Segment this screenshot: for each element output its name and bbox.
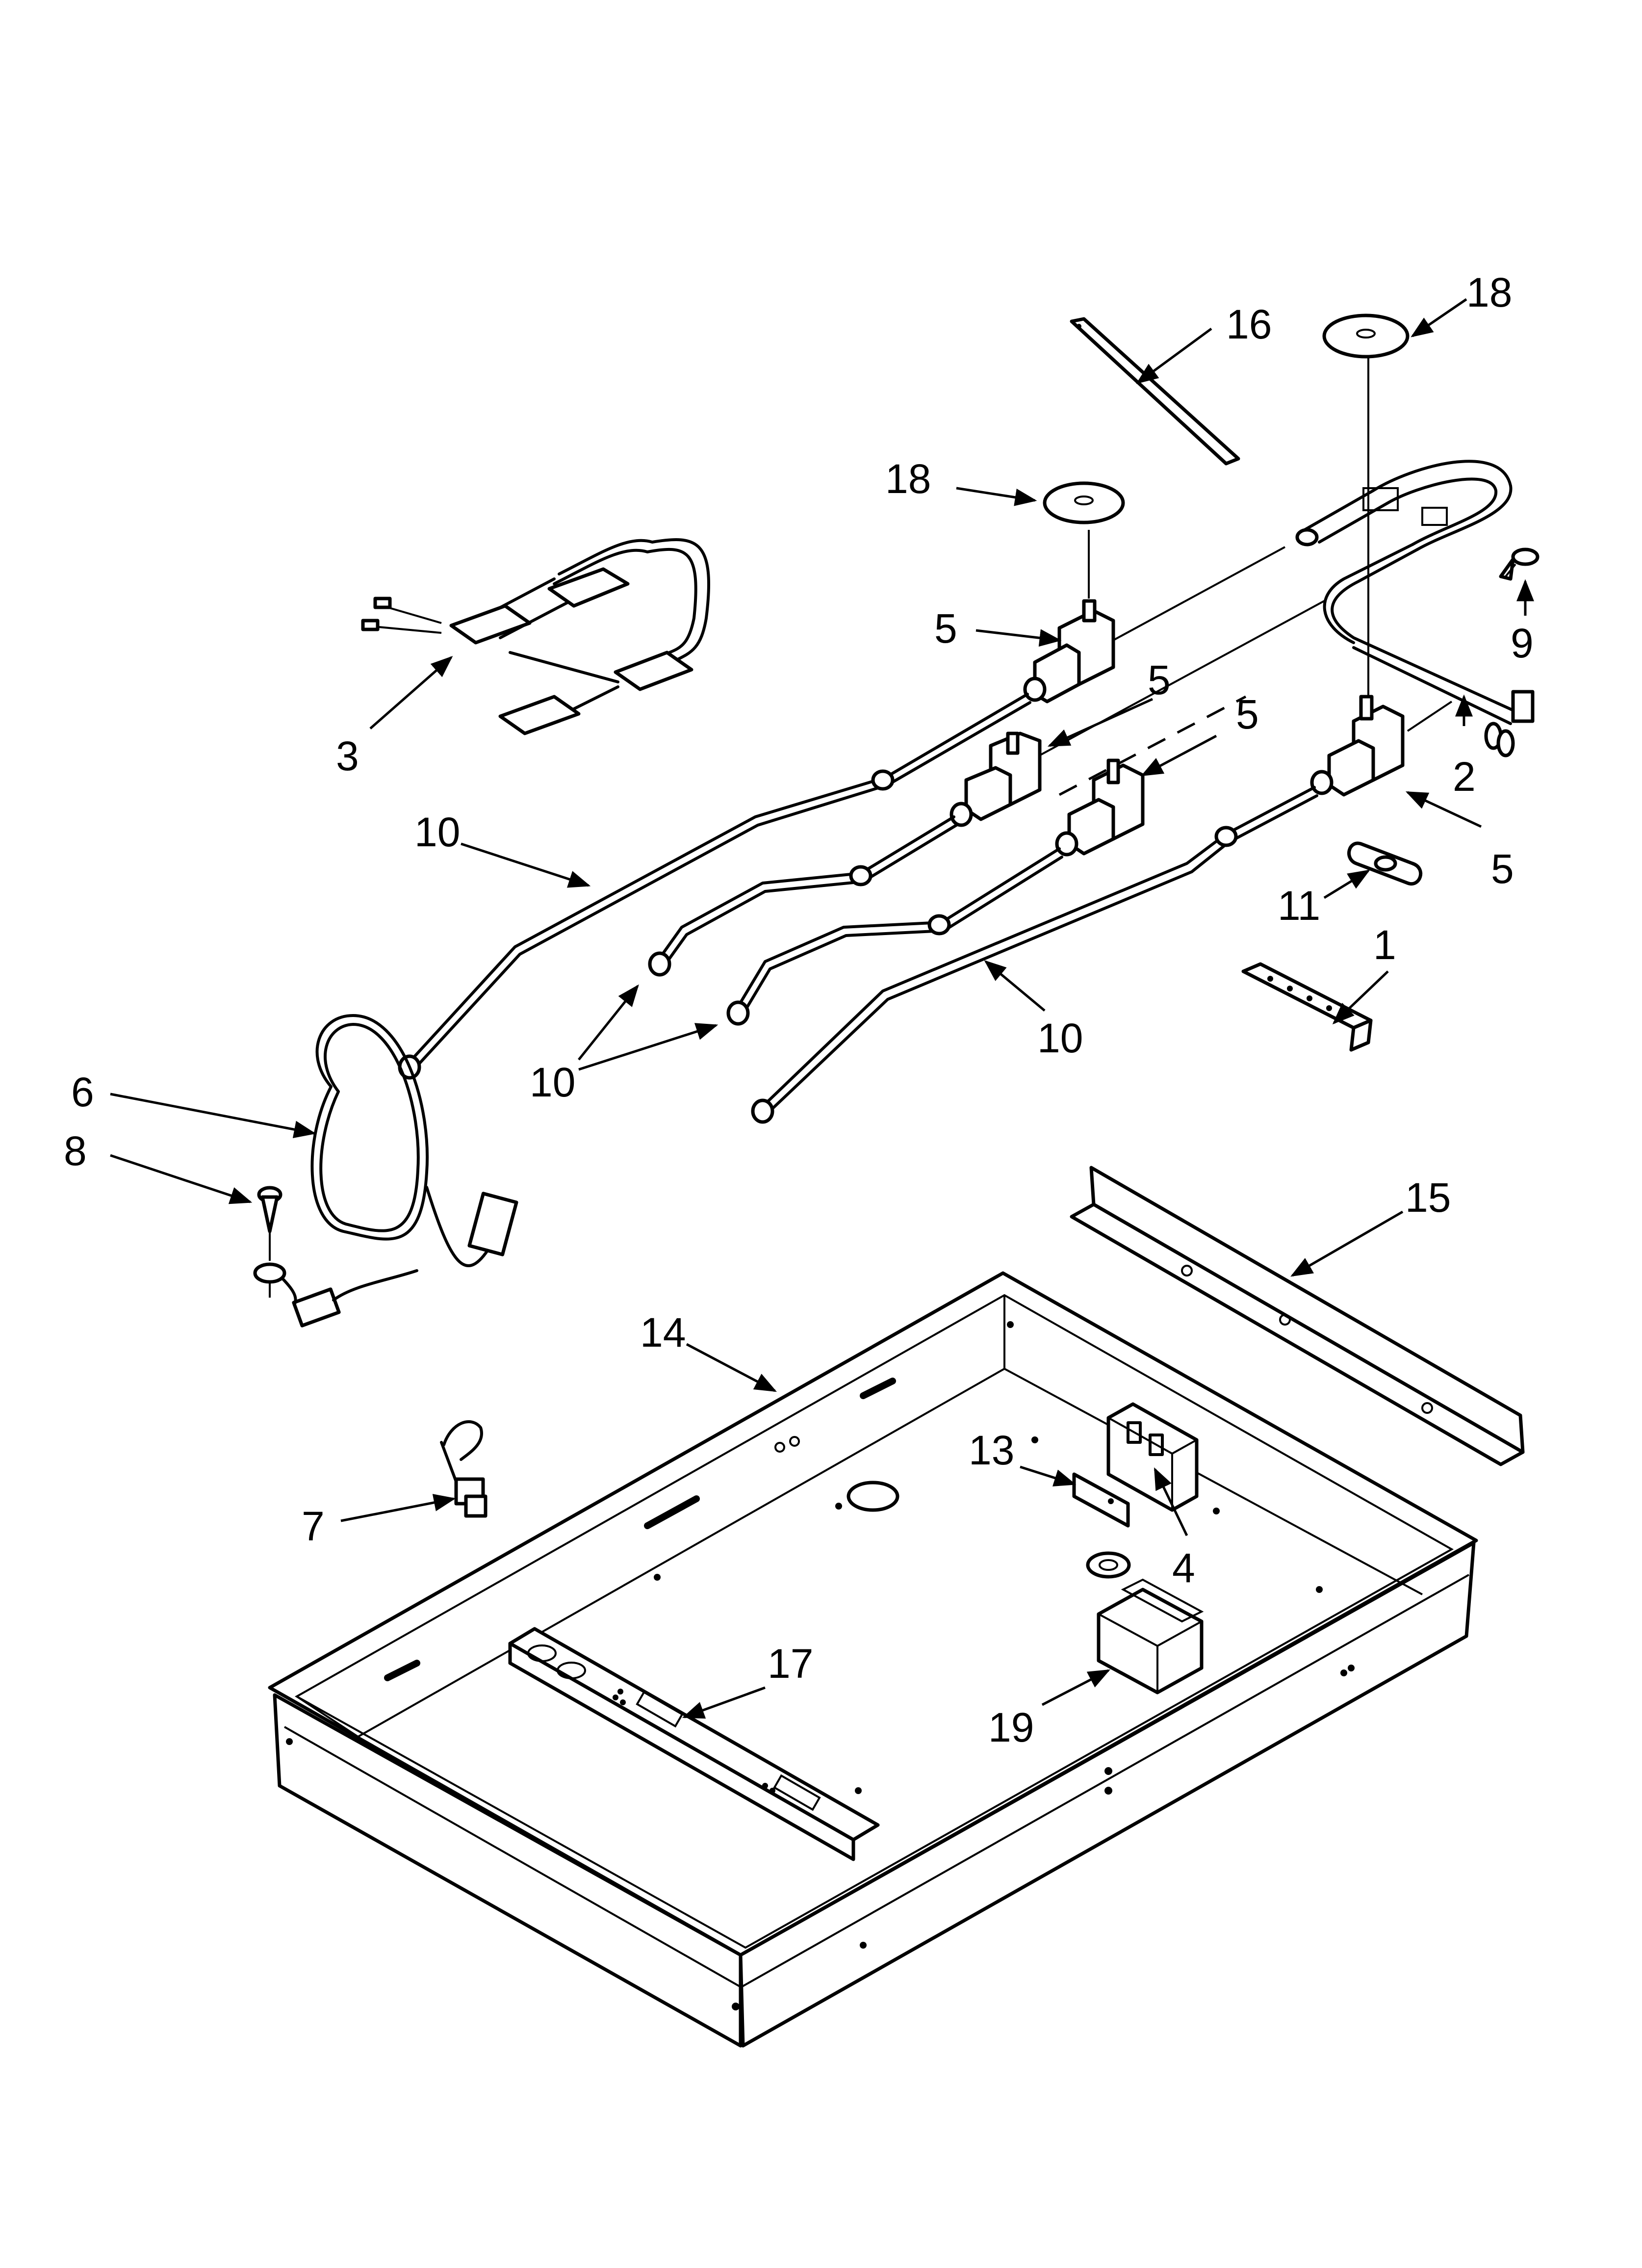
label-7: 7 <box>302 1503 325 1549</box>
terminal-block <box>1106 1402 1199 1512</box>
burner-tube <box>1295 460 1535 757</box>
module-box <box>1097 1578 1204 1694</box>
label-3: 3 <box>336 733 359 779</box>
part-9-screw <box>1499 547 1539 581</box>
label-4: 4 <box>1172 1545 1195 1591</box>
label-9: 9 <box>1511 620 1534 666</box>
label-14: 14 <box>640 1309 686 1356</box>
part-8-screw <box>253 1186 286 1298</box>
label-15: 15 <box>1405 1174 1451 1221</box>
power-cord <box>273 1014 518 1328</box>
label-18a: 18 <box>885 456 931 502</box>
label-5a: 5 <box>934 605 957 652</box>
leader-lines <box>110 298 1534 1719</box>
label-8: 8 <box>64 1128 87 1174</box>
label-11: 11 <box>1278 883 1320 929</box>
label-1: 1 <box>1373 922 1396 968</box>
burner-caps <box>1043 313 1410 524</box>
label-2: 2 <box>1453 754 1476 800</box>
gas-valves <box>949 599 1405 857</box>
label-17: 17 <box>768 1641 813 1687</box>
label-16: 16 <box>1226 301 1272 347</box>
part-7-switch <box>440 1420 487 1518</box>
label-19: 19 <box>988 1704 1034 1750</box>
electrode-harness <box>361 538 711 735</box>
gas-tubes <box>398 693 1318 1124</box>
part-11-gasket <box>1347 841 1423 886</box>
part-13-plate <box>1072 1472 1130 1528</box>
label-10a: 10 <box>414 809 460 855</box>
rear-flange <box>1070 1166 1525 1466</box>
label-10c: 10 <box>1037 1015 1083 1061</box>
label-6: 6 <box>71 1069 94 1115</box>
part-16-strip <box>1070 317 1240 466</box>
callout-labels: 1 2 3 4 5 5 5 5 6 7 8 9 10 10 10 11 13 1… <box>64 269 1534 1750</box>
label-13: 13 <box>969 1427 1014 1473</box>
label-5d: 5 <box>1491 846 1514 892</box>
label-5c: 5 <box>1236 691 1259 737</box>
label-18b: 18 <box>1466 269 1512 315</box>
front-bracket <box>508 1627 880 1861</box>
label-5b: 5 <box>1148 657 1171 703</box>
label-10b: 10 <box>530 1059 575 1105</box>
base-pan <box>268 1271 1478 2048</box>
